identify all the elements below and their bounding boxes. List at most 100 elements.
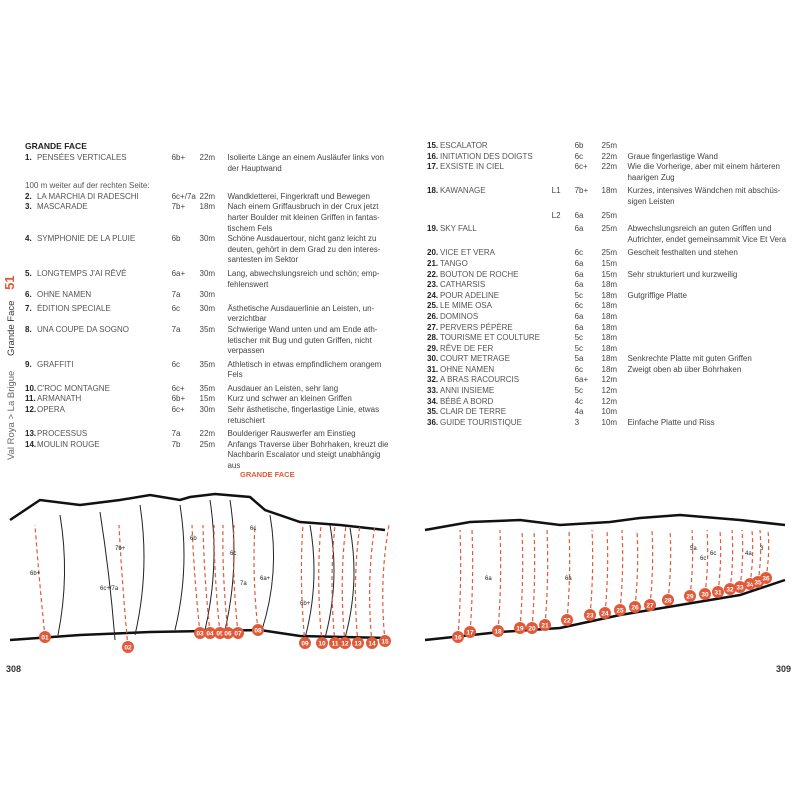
route-marker (662, 594, 674, 606)
route-length: 22m (199, 191, 216, 201)
route-number: 22. (427, 269, 439, 279)
route-grade: 6c+ (171, 383, 185, 393)
route-name: VICE ET VERA (439, 248, 495, 258)
route-grade: 6c (574, 301, 584, 311)
route-length: 30m (199, 303, 216, 313)
route-grade: 6a (574, 258, 584, 268)
route-line (717, 529, 722, 593)
route-marker (584, 609, 596, 621)
crack-line (204, 499, 215, 631)
route-length: 25m (199, 439, 216, 449)
route-grade: 7a (171, 429, 181, 439)
route-marker (492, 625, 504, 637)
route-marker (464, 626, 476, 638)
route-description: Senkrechte Platte mit guten Griffen (627, 354, 752, 364)
route-line (369, 524, 376, 644)
route-length: 22m (199, 153, 216, 162)
route-line (469, 529, 474, 633)
crack-line (134, 504, 145, 636)
route-marker-label: 06 (224, 631, 232, 638)
grade-label: 6b (190, 536, 197, 542)
crack-line (174, 504, 185, 631)
route-number: 1. (25, 153, 32, 162)
route-name: ESCALATOR (439, 141, 488, 150)
route-line (757, 529, 762, 583)
route-number: 5. (25, 268, 32, 278)
route-description: Ästhetische Ausdauerlinie an Leisten, un… (227, 303, 375, 324)
route-marker-label: 04 (206, 631, 214, 638)
route-length: 35m (199, 359, 216, 369)
route-grade: 4c (574, 396, 584, 406)
route-marker (329, 637, 341, 649)
route-length: 12m (601, 396, 618, 406)
route-name: OPERA (36, 405, 65, 415)
route-name: SYMPHONIE DE LA PLUIE (36, 234, 136, 244)
route-description: Einfache Platte und Riss (627, 417, 715, 427)
route-grade: 6a (574, 224, 584, 234)
route-number: 2. (25, 191, 32, 201)
route-marker-label: 09 (301, 641, 309, 648)
route-description: Graue fingerlastige Wand (627, 151, 718, 161)
route-length: 15m (601, 269, 618, 279)
route-marker-label: 22 (563, 618, 571, 625)
route-line (739, 529, 744, 588)
route-marker-label: 34 (746, 582, 754, 589)
route-line (34, 524, 46, 638)
route-number: 19. (427, 224, 439, 234)
route-marker (379, 635, 391, 647)
route-marker (629, 601, 641, 613)
route-marker (526, 622, 538, 634)
route-length: 30m (199, 405, 216, 415)
route-number: 24. (427, 290, 439, 300)
route-marker-label: 19 (516, 626, 524, 633)
route-line (749, 529, 754, 585)
route-name: LA MARCHIA DI RADESCHI (36, 191, 139, 201)
page-number-right: 309 (776, 664, 792, 674)
route-marker (452, 631, 464, 643)
route-length: 18m (601, 364, 618, 374)
route-grade: 6b+ (171, 394, 186, 404)
route-length: 25m (601, 248, 618, 258)
route-marker-label: 07 (234, 631, 242, 638)
route-description: Abwechslungsreich an guten Griffen und A… (627, 224, 787, 244)
route-number: 23. (427, 280, 439, 290)
crack-line (261, 514, 275, 631)
route-line (318, 524, 323, 644)
route-name: SKY FALL (439, 224, 477, 234)
route-marker-label: 27 (646, 603, 654, 610)
route-grade: 6b (171, 234, 181, 244)
route-length: 15m (601, 258, 618, 268)
route-marker (699, 588, 711, 600)
route-line (341, 524, 347, 644)
route-grade: 5c (574, 386, 584, 396)
route-number: 3. (25, 202, 32, 212)
route-length: 22m (601, 162, 618, 172)
route-grade: 7b+ (171, 202, 186, 212)
route-grade: 6a (574, 322, 584, 332)
route-length: 18m (601, 280, 618, 290)
route-marker-label: 01 (41, 635, 49, 642)
route-length: 18m (601, 186, 618, 196)
route-number: 6. (25, 290, 32, 300)
crack-line (324, 524, 335, 639)
route-length: 18m (601, 290, 618, 300)
route-marker-label: 26 (631, 605, 639, 612)
route-length: 30m (199, 268, 216, 278)
route-length: 15m (199, 394, 216, 404)
route-name: OHNE NAMEN (439, 364, 495, 374)
route-marker (194, 627, 206, 639)
route-name: BÉBÉ A BORD (439, 396, 494, 406)
